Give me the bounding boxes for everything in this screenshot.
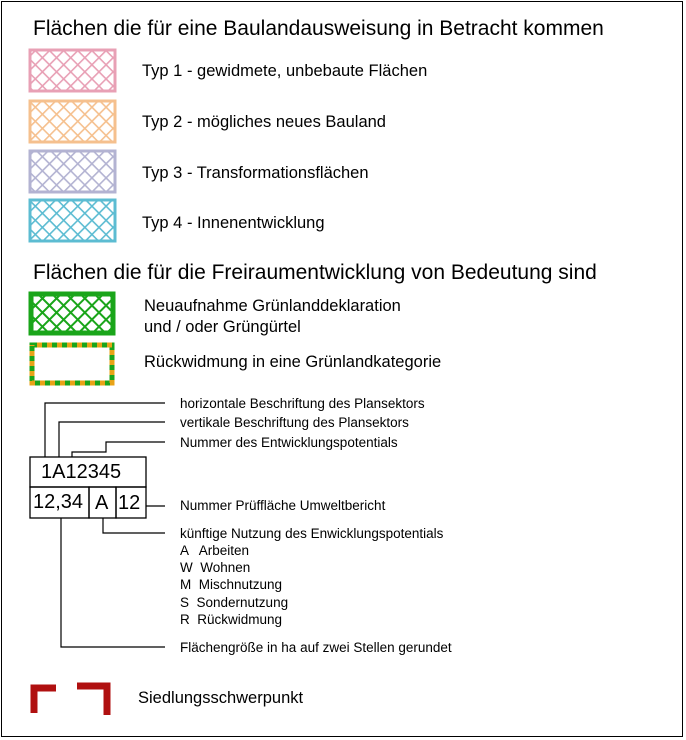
siedlung-label: Siedlungsschwerpunkt xyxy=(138,689,304,707)
code-area: 12,34 xyxy=(33,491,84,513)
siedlungsschwerpunkt-symbol xyxy=(30,682,111,715)
typ4-label: Typ 4 - Innenentwicklung xyxy=(142,214,325,232)
annotation-pruef: Nummer Prüffläche Umweltbericht xyxy=(180,498,386,513)
rueckwidmung-label: Rückwidmung in eine Grünlandkategorie xyxy=(144,353,442,371)
typ3-swatch xyxy=(28,149,117,194)
usage-item-w: W Wohnen xyxy=(180,560,251,575)
code-use: A xyxy=(95,492,109,514)
code-top: 1A12345 xyxy=(41,461,122,483)
annotation-potential-number: Nummer des Entwicklungspotentials xyxy=(180,435,398,450)
leader-lines xyxy=(44,402,165,648)
typ1-swatch xyxy=(28,48,117,93)
rueckwidmung-swatch xyxy=(29,342,115,386)
gruenland-swatch xyxy=(28,291,116,336)
usage-item-r: R Rückwidmung xyxy=(180,612,283,627)
bauland-title: Flächen die für eine Baulandausweisung i… xyxy=(33,17,604,40)
typ3-label: Typ 3 - Transformationsflächen xyxy=(142,164,369,182)
annotation-area-note: Flächengröße in ha auf zwei Stellen geru… xyxy=(180,640,452,655)
gruenland-label-line2: und / oder Grüngürtel xyxy=(144,318,301,336)
annotation-vertical: vertikale Beschriftung des Plansektors xyxy=(180,415,409,430)
code-number: 12 xyxy=(118,492,141,514)
typ2-swatch xyxy=(28,99,117,144)
gruenland-label-line1: Neuaufnahme Grünlanddeklaration xyxy=(144,297,401,315)
annotation-horizontal: horizontale Beschriftung des Plansektors xyxy=(180,396,425,411)
usage-item-m: M Mischnutzung xyxy=(180,577,283,592)
typ2-label: Typ 2 - mögliches neues Bauland xyxy=(142,113,386,131)
typ4-swatch xyxy=(28,198,117,243)
typ1-label: Typ 1 - gewidmete, unbebaute Flächen xyxy=(142,62,428,80)
usage-item-s: S Sondernutzung xyxy=(180,595,289,610)
usage-item-a: A Arbeiten xyxy=(180,543,250,558)
freiraum-title: Flächen die für die Freiraumentwicklung … xyxy=(33,261,597,284)
annotation-usage-title: künftige Nutzung des Enwicklungspotentia… xyxy=(180,526,444,541)
